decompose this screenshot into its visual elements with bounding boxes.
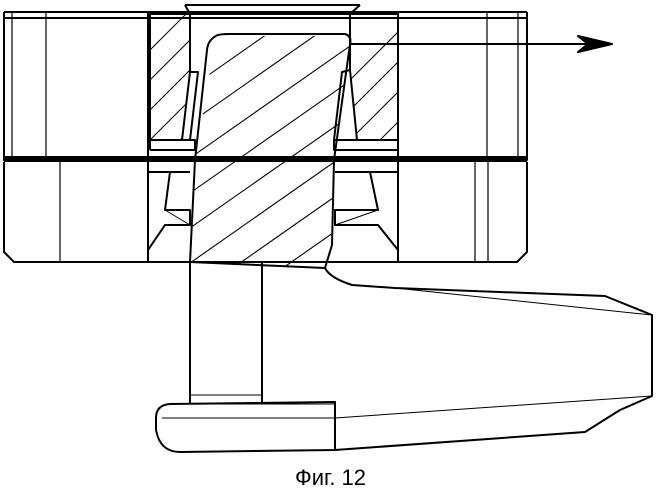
separator-band xyxy=(4,156,527,162)
figure-caption: Фиг. 12 xyxy=(0,465,661,491)
direction-arrow xyxy=(350,36,612,52)
lower-body xyxy=(4,162,527,262)
nozzle xyxy=(156,262,652,452)
central-pin xyxy=(180,0,380,340)
